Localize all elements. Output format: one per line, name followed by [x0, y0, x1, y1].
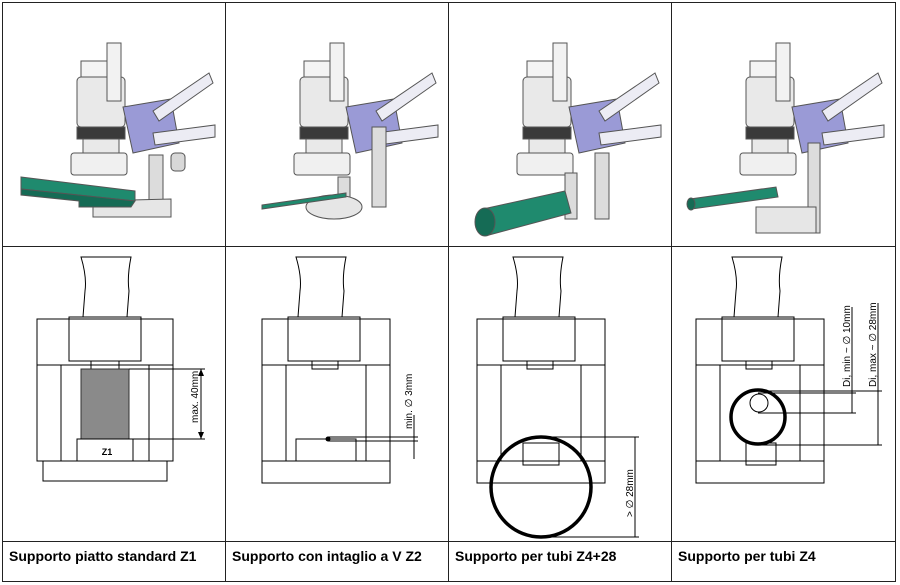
illustration-cell-z4-28 — [448, 2, 672, 247]
z4-28-min-tube-diameter-dimension: > ∅ 28mm — [625, 469, 636, 517]
caption-cell-z2: Supporto con intaglio a V Z2 — [225, 541, 449, 582]
z1-block-label: Z1 — [102, 447, 113, 457]
illustration-cell-z2 — [225, 2, 449, 247]
z4-max-inner-diameter-dimension: Di, max ~ ∅ 28mm — [868, 302, 879, 387]
punch-machine-z4-28-illustration — [474, 42, 662, 237]
cross-section-z2-drawing: min. ∅ 3mm — [261, 256, 418, 484]
z1-max-height-dimension: max. 40mm — [190, 371, 201, 423]
punch-machine-z4-illustration — [686, 42, 885, 234]
caption-z1: Supporto piatto standard Z1 — [9, 548, 197, 564]
z2-min-diameter-dimension: min. ∅ 3mm — [404, 374, 415, 429]
caption-cell-z4-28: Supporto per tubi Z4+28 — [448, 541, 672, 582]
caption-z4: Supporto per tubi Z4 — [678, 548, 816, 564]
drawing-cell-z4: Di, min ~ ∅ 10mm Di, max ~ ∅ 28mm — [671, 246, 896, 542]
cross-section-z4-28-drawing: > ∅ 28mm — [476, 256, 639, 539]
caption-cell-z4: Supporto per tubi Z4 — [671, 541, 896, 582]
punch-machine-z2-illustration — [261, 42, 439, 220]
cross-section-z4-drawing: Di, min ~ ∅ 10mm Di, max ~ ∅ 28mm — [695, 256, 882, 484]
caption-z4-28: Supporto per tubi Z4+28 — [455, 548, 617, 564]
caption-z2: Supporto con intaglio a V Z2 — [232, 548, 422, 564]
drawing-cell-z1: Z1 max. 40mm — [2, 246, 226, 542]
drawing-cell-z2: min. ∅ 3mm — [225, 246, 449, 542]
drawing-cell-z4-28: > ∅ 28mm — [448, 246, 672, 542]
z4-min-inner-diameter-dimension: Di, min ~ ∅ 10mm — [842, 305, 853, 387]
cross-section-z1-drawing: Z1 max. 40mm — [36, 256, 205, 482]
punch-machine-z1-illustration — [20, 42, 216, 218]
illustration-cell-z1 — [2, 2, 226, 247]
caption-cell-z1: Supporto piatto standard Z1 — [2, 541, 226, 582]
illustration-cell-z4 — [671, 2, 896, 247]
